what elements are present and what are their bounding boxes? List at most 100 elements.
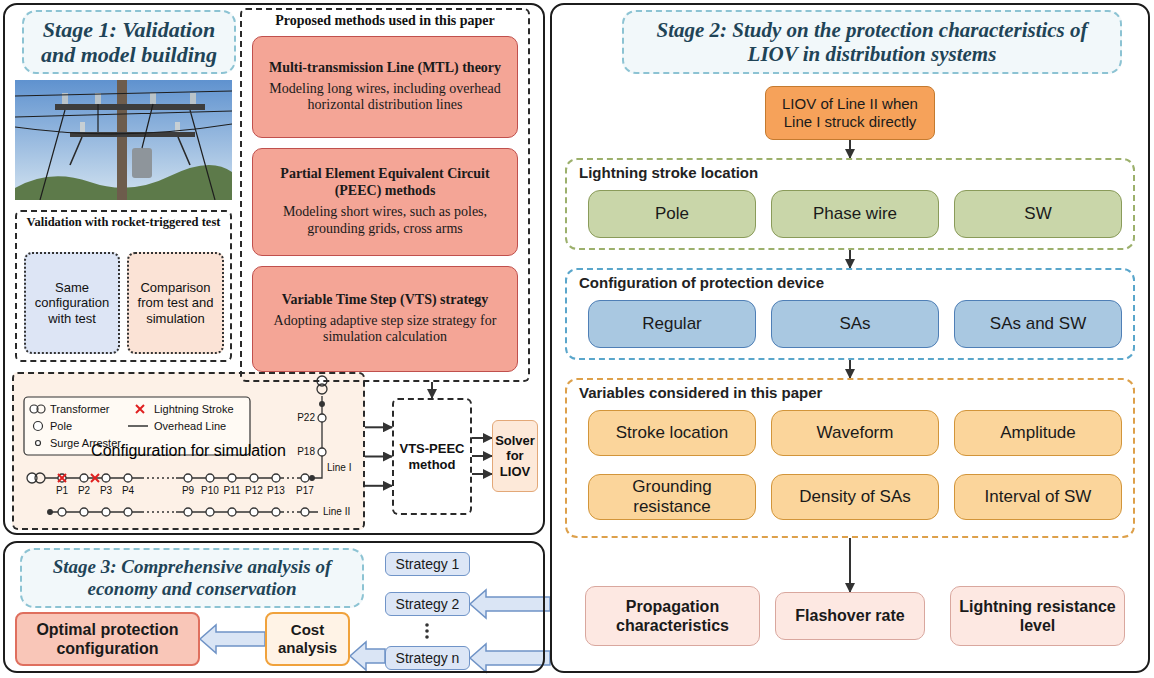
box-label: Cost analysis bbox=[273, 621, 342, 657]
legend-text: Lightning Stroke bbox=[154, 403, 234, 416]
box-label: SAs and SW bbox=[990, 314, 1086, 334]
flow-arrow bbox=[472, 473, 492, 475]
flow-arrow bbox=[365, 426, 392, 428]
circuit-drawing bbox=[124, 474, 132, 482]
continuation-dots bbox=[425, 635, 429, 639]
group-heading: Lightning stroke location bbox=[579, 164, 758, 181]
pole-photo bbox=[117, 80, 127, 200]
box-label: Phase wire bbox=[813, 204, 897, 224]
variable-box: Grounding resistance bbox=[588, 474, 756, 520]
pole-label: P17 bbox=[296, 485, 314, 497]
dashed-group-box: Validation with rocket-triggered testSam… bbox=[15, 210, 232, 362]
stage-panel: Stage 3: Comprehensive analysis of econo… bbox=[3, 541, 545, 673]
device-group: Configuration of protection deviceRegula… bbox=[565, 268, 1135, 360]
flow-arrow bbox=[365, 485, 392, 487]
method-description: Adopting adaptive step size strategy for… bbox=[259, 313, 511, 347]
circuit-drawing bbox=[58, 414, 326, 516]
circuit-drawing bbox=[228, 474, 236, 482]
option-box: SAs and SW bbox=[954, 300, 1122, 348]
pole-photo bbox=[15, 80, 232, 200]
circuit-drawing bbox=[45, 396, 322, 478]
method-box: Variable Time Step (VTS) strategyAdoptin… bbox=[252, 266, 518, 372]
circuit-drawing bbox=[102, 508, 110, 516]
validation-box: Comparison from test and simulation bbox=[127, 252, 224, 354]
circuit-drawing bbox=[317, 384, 327, 394]
variable-box: Density of SAs bbox=[771, 474, 939, 520]
strategy-box: Strategy n bbox=[385, 646, 470, 670]
box-label: VTS-PEEC method bbox=[396, 441, 468, 472]
method-title: Multi-transmission Line (MTL) theory bbox=[269, 60, 501, 77]
block-arrow bbox=[350, 642, 385, 670]
circuit-drawing bbox=[48, 402, 325, 515]
box-label: Regular bbox=[642, 314, 702, 334]
circuit-drawing bbox=[80, 508, 88, 516]
option-box: Pole bbox=[588, 190, 756, 238]
flow-arrow bbox=[472, 437, 492, 439]
result-box: Optimal protection configuration bbox=[15, 612, 200, 666]
result-box: Lightning resistance level bbox=[950, 586, 1125, 646]
pole-label: P9 bbox=[182, 485, 194, 497]
legend-symbols bbox=[37, 405, 45, 413]
method-description: Modeling long wires, including overhead … bbox=[259, 81, 511, 115]
result-box: Flashover rate bbox=[775, 592, 925, 640]
line-label: Line I bbox=[327, 462, 351, 474]
circuit-drawing bbox=[301, 474, 309, 482]
circuit-drawing bbox=[102, 474, 110, 482]
circuit-drawing bbox=[27, 376, 327, 516]
pole-photo bbox=[190, 93, 196, 104]
box-label: Grounding resistance bbox=[595, 477, 749, 516]
circuit-drawing bbox=[206, 508, 214, 516]
option-box: SAs bbox=[771, 300, 939, 348]
stage-title: Stage 2: Study on the protection charact… bbox=[622, 10, 1122, 74]
block-arrow bbox=[470, 644, 550, 672]
circuit-drawing bbox=[272, 508, 280, 516]
pole-photo bbox=[15, 91, 232, 200]
circuit-drawing bbox=[58, 508, 66, 516]
method-description: Modeling short wires, such as poles, gro… bbox=[259, 204, 511, 238]
flow-arrow bbox=[849, 140, 851, 158]
method-box: Multi-transmission Line (MTL) theoryMode… bbox=[252, 36, 518, 138]
circuit-drawing bbox=[272, 474, 280, 482]
method-box: VTS-PEEC method bbox=[392, 398, 472, 515]
simulation-config-ground bbox=[12, 372, 365, 530]
pole-label: P22 bbox=[297, 412, 315, 424]
box-label: Flashover rate bbox=[795, 606, 904, 625]
box-label: Same configuration with test bbox=[32, 280, 112, 327]
pole-photo bbox=[15, 80, 232, 200]
box-label: Strategy n bbox=[396, 650, 460, 666]
pole-photo bbox=[55, 104, 205, 110]
strategy-box: Strategy 2 bbox=[385, 592, 470, 616]
option-box: Regular bbox=[588, 300, 756, 348]
block-arrow bbox=[470, 590, 550, 618]
circuit-drawing bbox=[206, 474, 214, 482]
pole-photo bbox=[132, 148, 152, 178]
circuit-drawing bbox=[228, 508, 236, 516]
continuation-dots bbox=[425, 623, 429, 627]
pole-label: P10 bbox=[201, 485, 219, 497]
start-box: LIOV of Line II when Line I struck direc… bbox=[765, 86, 935, 140]
continuation-dots bbox=[425, 629, 429, 633]
legend-text: Surge Arrester bbox=[50, 437, 121, 450]
variable-group: Variables considered in this paperStroke… bbox=[565, 378, 1135, 538]
pole-photo bbox=[70, 137, 190, 165]
pole-label: P2 bbox=[78, 485, 90, 497]
box-label: Comparison from test and simulation bbox=[135, 280, 216, 327]
dashed-group-box: Proposed methods used in this paperMulti… bbox=[240, 8, 530, 382]
method-title: Variable Time Step (VTS) strategy bbox=[282, 292, 489, 309]
circuit-drawing bbox=[310, 476, 315, 481]
legend-symbols bbox=[136, 405, 144, 413]
box-label: Amplitude bbox=[1000, 423, 1076, 443]
stage-panel: Stage 1: Validation and model buildingPr… bbox=[3, 3, 545, 535]
block-arrow bbox=[200, 625, 265, 653]
pole-label: P12 bbox=[245, 485, 263, 497]
circuit-drawing bbox=[318, 448, 326, 456]
variable-box: Interval of SW bbox=[954, 474, 1122, 520]
legend-text: Transformer bbox=[50, 403, 110, 416]
circuit-drawing bbox=[301, 508, 309, 516]
group-heading: Configuration of protection device bbox=[579, 274, 824, 291]
group-heading: Validation with rocket-triggered test bbox=[17, 215, 230, 230]
group-heading: Proposed methods used in this paper bbox=[242, 13, 528, 30]
circuit-drawing bbox=[58, 474, 99, 482]
circuit-drawing bbox=[48, 510, 53, 515]
box-label: Strategy 2 bbox=[396, 596, 460, 612]
